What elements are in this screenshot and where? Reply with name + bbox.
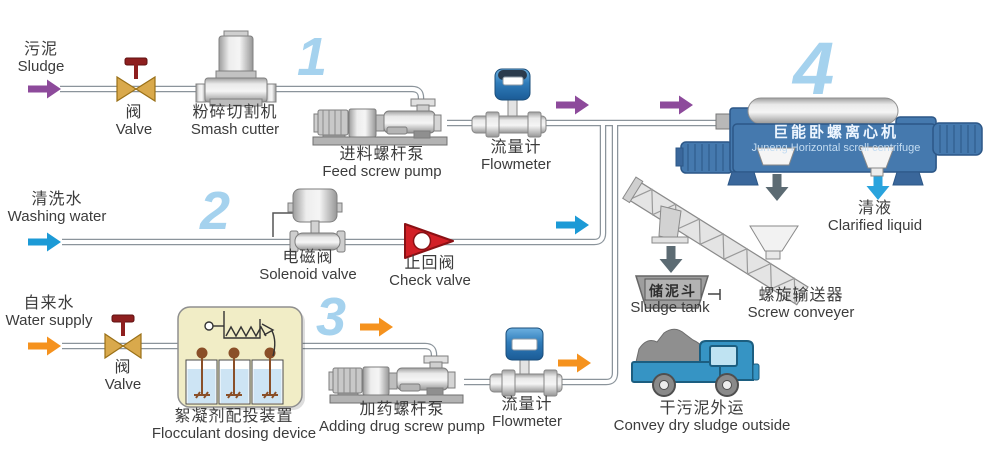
flowmeter1-icon	[471, 68, 547, 138]
pipes-inner	[60, 87, 725, 384]
dump-truck-icon	[631, 328, 760, 397]
solids-outlet-arrow-icon	[765, 174, 789, 201]
water-inlet-arrow-icon	[28, 336, 61, 356]
stage-number-1: 1	[297, 27, 328, 87]
dry-sludge-label: 干污泥外运 Convey dry sludge outside	[613, 400, 791, 434]
washing-line-arrow-icon	[556, 215, 589, 235]
sludge-tank-icon	[634, 275, 721, 309]
valve1-label: 阀 Valve	[115, 104, 153, 138]
dosing-line-arrow2-icon	[558, 353, 591, 373]
adding-drug-screw-pump-icon	[328, 355, 464, 404]
smash-cutter-icon	[195, 30, 277, 107]
clarified-liquid-label: 清液 Clarified liquid	[827, 200, 923, 234]
check-valve-label: 止回阀 Check valve	[389, 255, 471, 289]
flowmeter1-label: 流量计 Flowmeter	[480, 139, 552, 173]
dosing-line-arrow-icon	[360, 317, 393, 337]
screw-conveyer-label: 螺旋输送器 Screw conveyer	[747, 287, 855, 321]
solenoid-valve-label: 电磁阀 Solenoid valve	[259, 249, 357, 283]
sludge-tank-label: Sludge tank	[630, 299, 710, 316]
feed-screw-pump-icon	[312, 98, 448, 146]
valve-icon	[116, 57, 156, 103]
flocculant-dosing-device-icon	[177, 306, 305, 410]
feed-screw-pump-label: 进料螺杆泵 Feed screw pump	[322, 146, 442, 180]
conveyor-discharge-arrow-icon	[659, 246, 683, 273]
check-valve-icon	[404, 223, 454, 259]
screw-feeder	[204, 311, 276, 357]
stage-number-3: 3	[316, 287, 347, 347]
adding-drug-screw-pump-label: 加药螺杆泵 Adding drug screw pump	[319, 401, 485, 435]
screw-conveyer-icon	[622, 176, 809, 306]
smash-cutter-label: 粉碎切割机 Smash cutter	[190, 104, 280, 138]
stage-number-2: 2	[200, 181, 231, 241]
sludge-stream-label: 污泥 Sludge	[17, 41, 65, 75]
centrifuge-feed-arrow-icon	[660, 95, 693, 115]
main-line-arrow-icon	[556, 95, 589, 115]
flowmeter2-label: 流量计 Flowmeter	[491, 396, 563, 430]
sludge-tank-zh-label: 储泥斗	[649, 283, 697, 299]
washing-inlet-arrow-icon	[28, 232, 61, 252]
washing-water-label: 清洗水 Washing water	[7, 191, 107, 225]
centrifuge-label: 巨能卧螺离心机 Juneng Horizontal scroll centrif…	[751, 124, 921, 154]
centrifuge-icon	[675, 97, 983, 186]
stage-number-4: 4	[793, 27, 835, 110]
water-supply-label: 自来水 Water supply	[5, 295, 93, 329]
valve2-label: 阀 Valve	[104, 359, 142, 393]
flocculant-dosing-device-label: 絮凝剂配投装置 Flocculant dosing device	[151, 408, 317, 442]
flowmeter2-icon	[489, 327, 563, 397]
sludge-inlet-arrow-icon	[28, 79, 61, 99]
solenoid-valve-icon	[272, 188, 346, 253]
clarified-outlet-arrow-icon	[866, 173, 890, 200]
stirrers	[194, 347, 278, 399]
valve2-icon	[104, 314, 142, 360]
